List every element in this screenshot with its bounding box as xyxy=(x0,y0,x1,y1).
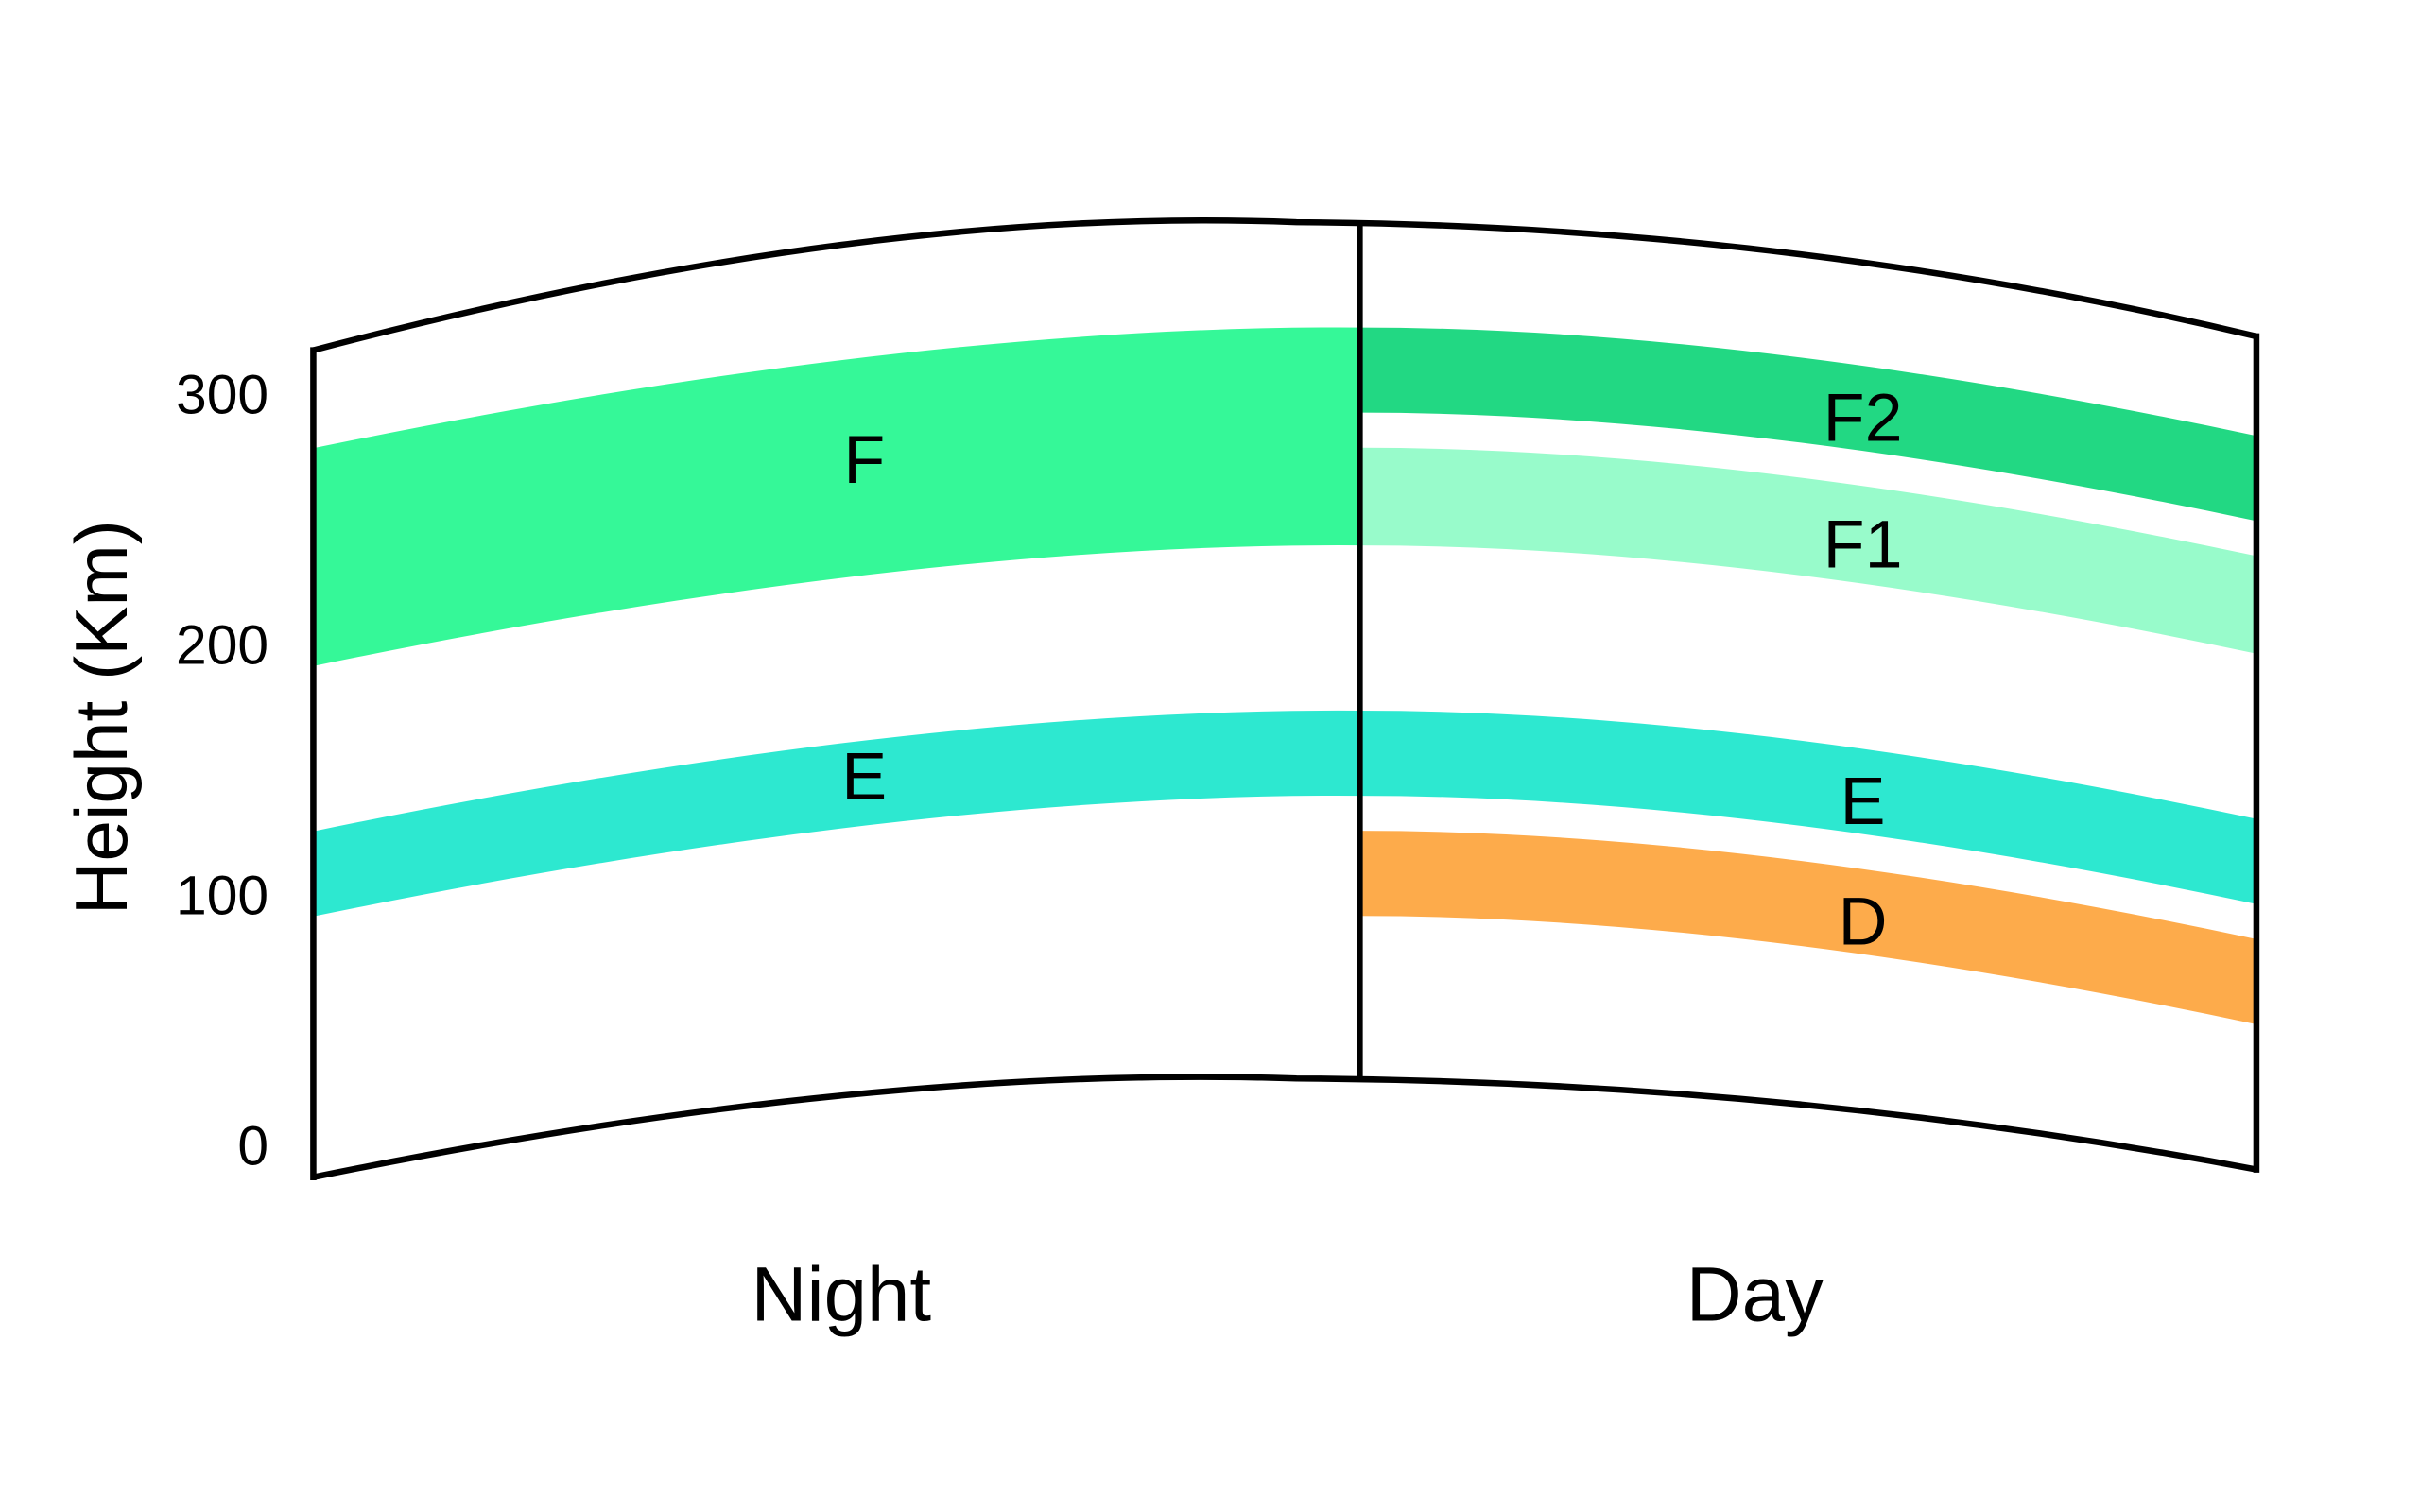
bands xyxy=(315,327,2256,1024)
band-night-e xyxy=(315,710,1360,917)
band-label-day-f2: F2 xyxy=(1824,381,1903,456)
y-tick-label: 300 xyxy=(176,365,268,426)
frame-bottom-curve xyxy=(312,1074,2257,1180)
frame-top-curve xyxy=(312,216,2257,353)
band-label-day-e: E xyxy=(1841,764,1886,839)
band-label-day-f1: F1 xyxy=(1824,507,1903,583)
y-tick-label: 200 xyxy=(176,615,268,677)
band-day-f1 xyxy=(1359,447,2256,654)
band-day-d xyxy=(1359,831,2256,1024)
y-axis-label: Height (Km) xyxy=(60,520,143,915)
y-tick-label: 100 xyxy=(176,866,268,927)
band-label-night-f: F xyxy=(843,422,885,498)
band-day-e xyxy=(1359,710,2256,904)
panel-label-day: Day xyxy=(1686,1252,1824,1338)
panel-label-night: Night xyxy=(752,1252,932,1338)
band-day-f2 xyxy=(1359,327,2256,521)
band-night-f xyxy=(315,327,1360,666)
band-label-night-e: E xyxy=(841,739,887,815)
y-tick-label: 0 xyxy=(237,1116,268,1177)
band-label-day-d: D xyxy=(1839,884,1888,959)
frame xyxy=(310,216,2260,1180)
